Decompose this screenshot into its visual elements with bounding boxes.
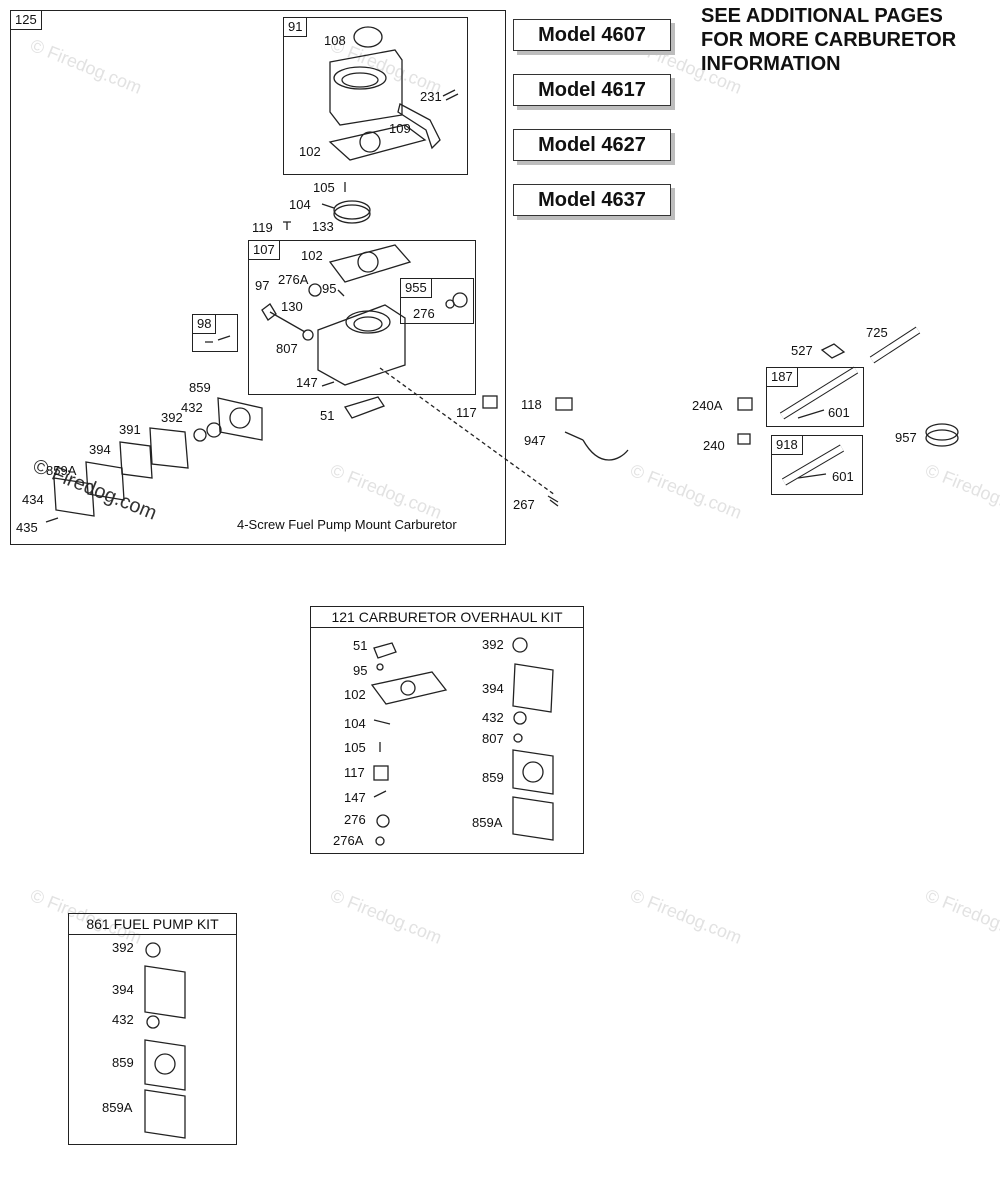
part-label-133[interactable]: 133 — [312, 219, 334, 234]
group-tag-107[interactable]: 107 — [248, 240, 280, 260]
part-label-118[interactable]: 118 — [521, 397, 542, 412]
kit-part-label[interactable]: 807 — [482, 731, 504, 746]
kit-part-label[interactable]: 104 — [344, 716, 366, 731]
fuel-pump-kit-frame: 861 FUEL PUMP KIT — [68, 913, 237, 1145]
group-tag-955[interactable]: 955 — [400, 278, 432, 298]
part-label-51[interactable]: 51 — [320, 408, 335, 423]
kit-part-label[interactable]: 859A — [102, 1100, 133, 1115]
group-tag-98[interactable]: 98 — [192, 314, 217, 334]
group-107-frame — [248, 240, 476, 395]
kit-part-label[interactable]: 51 — [353, 638, 368, 653]
notice-line: SEE ADDITIONAL PAGES — [701, 5, 943, 27]
part-label-240A[interactable]: 240A — [692, 398, 723, 413]
part-label-104[interactable]: 104 — [289, 197, 311, 212]
kit-part-label[interactable]: 859 — [112, 1055, 134, 1070]
kit-part-label[interactable]: 102 — [344, 687, 366, 702]
part-label-527[interactable]: 527 — [791, 343, 813, 358]
part-label-394[interactable]: 394 — [89, 442, 111, 457]
model-4607-button[interactable]: Model 4607 — [513, 19, 671, 51]
kit-part-label[interactable]: 859 — [482, 770, 504, 785]
part-label-231[interactable]: 231 — [420, 89, 442, 104]
kit-part-label[interactable]: 392 — [482, 637, 504, 652]
part-label-947[interactable]: 947 — [524, 433, 546, 448]
part-label-97[interactable]: 97 — [255, 278, 270, 293]
part-label-859A[interactable]: 859A — [46, 463, 77, 478]
group-91-frame — [283, 17, 468, 175]
notice-line: INFORMATION — [701, 53, 841, 75]
part-label-859[interactable]: 859 — [189, 380, 211, 395]
kit-part-label[interactable]: 394 — [112, 982, 134, 997]
part-label-601[interactable]: 601 — [832, 469, 854, 484]
kit-part-label[interactable]: 117 — [344, 765, 365, 780]
part-label-276A[interactable]: 276A — [278, 272, 309, 287]
overhaul-kit-frame: 121 CARBURETOR OVERHAUL KIT — [310, 606, 584, 854]
part-label-119[interactable]: 119 — [252, 220, 273, 235]
part-label-108[interactable]: 108 — [324, 33, 346, 48]
kit-part-label[interactable]: 859A — [472, 815, 503, 830]
part-label-807[interactable]: 807 — [276, 341, 298, 356]
carb-main-body-shape — [317, 304, 406, 386]
part-108-shape — [353, 26, 383, 48]
kit-part-label[interactable]: 432 — [482, 710, 504, 725]
part-label-391[interactable]: 391 — [119, 422, 141, 437]
part-label-102[interactable]: 102 — [301, 248, 323, 263]
kit-part-label[interactable]: 276A — [333, 833, 364, 848]
part-label-725[interactable]: 725 — [866, 325, 888, 340]
part-label-147[interactable]: 147 — [296, 375, 318, 390]
part-label-102[interactable]: 102 — [299, 144, 321, 159]
model-4637-button[interactable]: Model 4637 — [513, 184, 671, 216]
additional-pages-notice: SEE ADDITIONAL PAGES FOR MORE CARBURETOR… — [701, 4, 996, 76]
group-918-frame — [771, 435, 863, 495]
group-tag-918[interactable]: 918 — [771, 435, 803, 455]
part-label-957[interactable]: 957 — [895, 430, 917, 445]
main-assembly-frame — [10, 10, 506, 545]
kit-part-label[interactable]: 147 — [344, 790, 366, 805]
part-label-434[interactable]: 434 — [22, 492, 44, 507]
part-label-601[interactable]: 601 — [828, 405, 850, 420]
main-assembly-caption: 4-Screw Fuel Pump Mount Carburetor — [237, 517, 457, 532]
notice-line: FOR MORE CARBURETOR — [701, 29, 957, 51]
group-tag-91[interactable]: 91 — [283, 17, 308, 37]
fuel-pump-kit-title: 861 FUEL PUMP KIT — [69, 914, 236, 935]
kit-part-label[interactable]: 95 — [353, 663, 368, 678]
part-label-117[interactable]: 117 — [456, 405, 477, 420]
part-label-95[interactable]: 95 — [322, 281, 337, 296]
model-4617-button[interactable]: Model 4617 — [513, 74, 671, 106]
group-187-frame — [766, 367, 864, 427]
part-label-267[interactable]: 267 — [513, 497, 535, 512]
part-label-435[interactable]: 435 — [16, 520, 38, 535]
part-label-276[interactable]: 276 — [413, 306, 435, 321]
kit-part-label[interactable]: 105 — [344, 740, 366, 755]
part-label-432[interactable]: 432 — [181, 400, 203, 415]
kit-part-label[interactable]: 276 — [344, 812, 366, 827]
group-tag-125[interactable]: 125 — [10, 10, 42, 30]
group-955-frame — [400, 278, 474, 324]
kit-part-label[interactable]: 394 — [482, 681, 504, 696]
part-label-130[interactable]: 130 — [281, 299, 303, 314]
group-tag-187[interactable]: 187 — [766, 367, 798, 387]
part-label-392[interactable]: 392 — [161, 410, 183, 425]
kit-part-label[interactable]: 432 — [112, 1012, 134, 1027]
overhaul-kit-title: 121 CARBURETOR OVERHAUL KIT — [311, 607, 583, 628]
part-label-240[interactable]: 240 — [703, 438, 725, 453]
model-4627-button[interactable]: Model 4627 — [513, 129, 671, 161]
part-label-105[interactable]: 105 — [313, 180, 335, 195]
part-label-109[interactable]: 109 — [389, 121, 411, 136]
kit-part-label[interactable]: 392 — [112, 940, 134, 955]
